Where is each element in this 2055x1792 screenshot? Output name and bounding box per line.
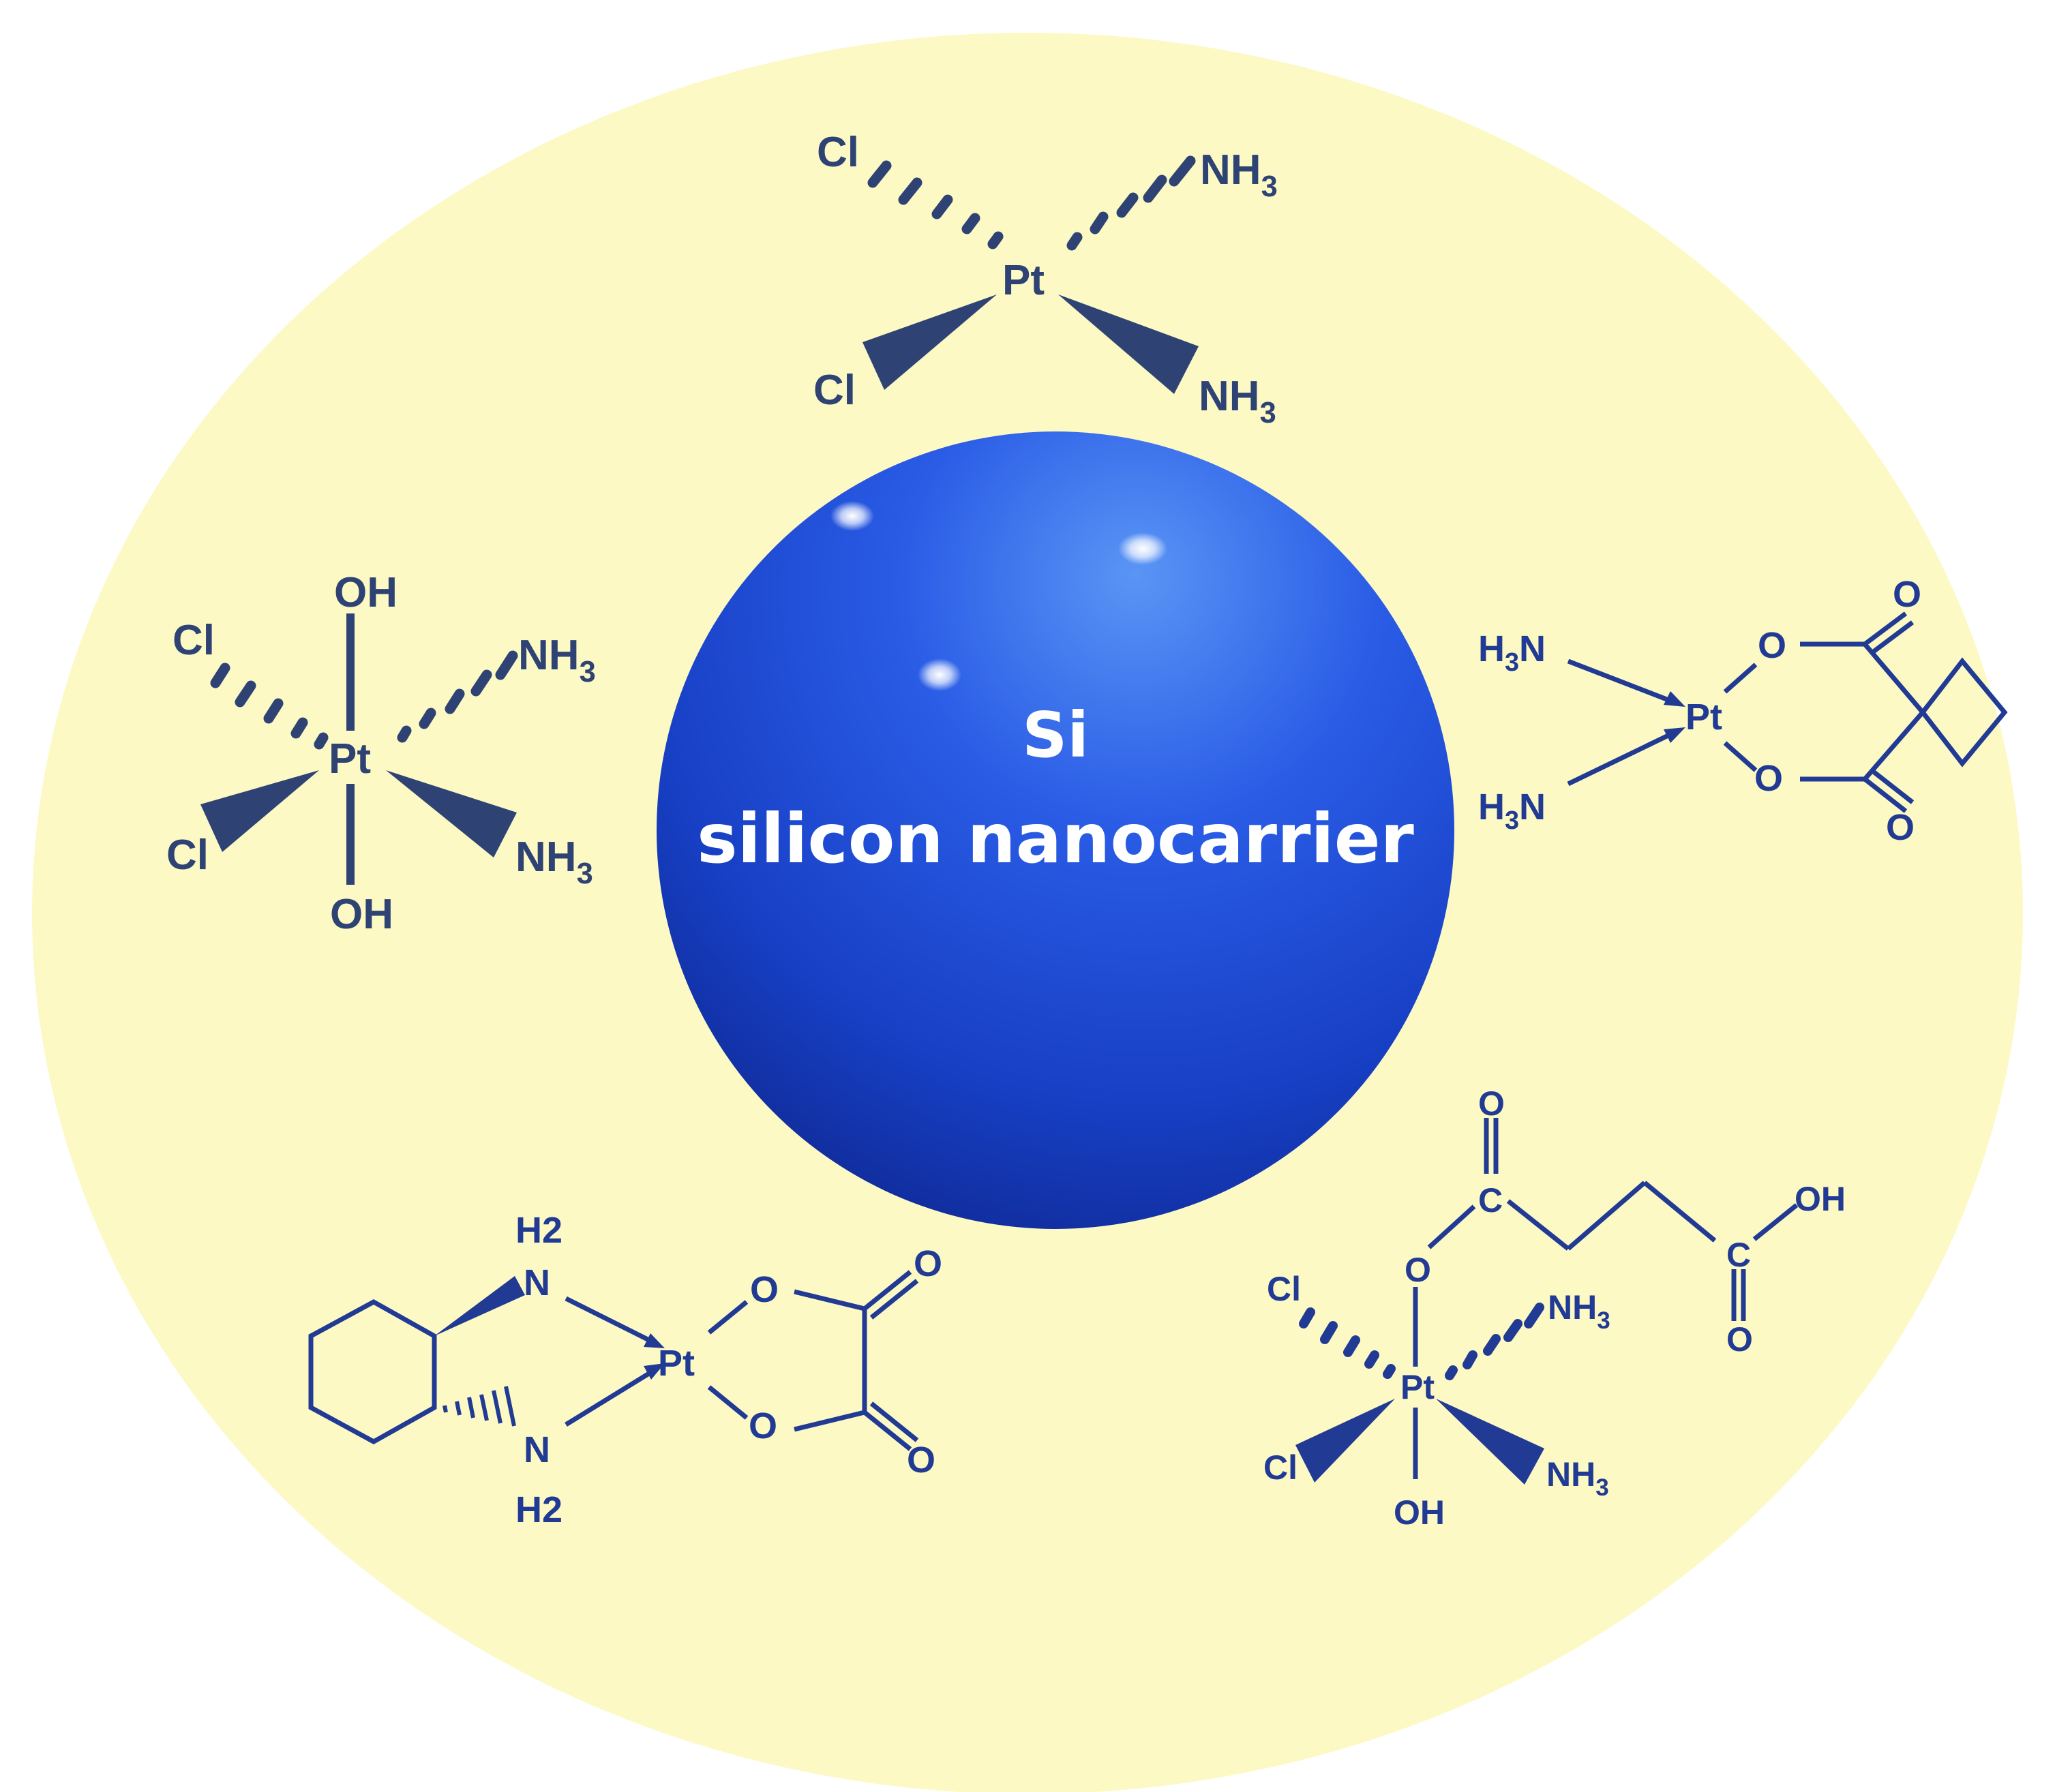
- piv-oh-bottom: OH: [330, 891, 393, 938]
- oxali-n-top: N: [524, 1262, 550, 1303]
- succ-oh-axial: OH: [1394, 1493, 1445, 1532]
- oxali-arrow-bottom: [565, 1368, 656, 1427]
- succ-nh3-top: NH3: [1548, 1288, 1610, 1334]
- succ-c-ester: C: [1478, 1181, 1503, 1219]
- succ-cl-bottom: Cl: [1263, 1448, 1298, 1487]
- carbo-arrow-bottom: [1567, 730, 1675, 787]
- succ-o-acid-keto: O: [1726, 1320, 1753, 1358]
- succ-wedge-bond-nh3: [1436, 1399, 1544, 1485]
- succ-cl-top: Cl: [1267, 1270, 1301, 1308]
- oxali-o-ring-bottom: O: [749, 1406, 777, 1446]
- cisplatin-nh3-bottom: NH3: [1199, 373, 1276, 429]
- pt-iv-dihydroxy-structure: Pt OH OH Cl Cl NH3 NH3: [166, 569, 596, 938]
- cisplatin-pt: Pt: [1002, 257, 1045, 304]
- piv-oh-top: OH: [334, 569, 397, 616]
- succ-nh3-bottom: NH3: [1546, 1455, 1609, 1501]
- piv-wedge-bond-nh3: [386, 770, 517, 857]
- piv-nh3-top: NH3: [518, 632, 596, 688]
- glint-3: [918, 658, 961, 691]
- succ-c-acid: C: [1726, 1236, 1751, 1274]
- succ-o-ester-keto: O: [1478, 1084, 1505, 1123]
- oxali-o-keto-bottom: O: [907, 1440, 935, 1480]
- carbo-o-keto-top: O: [1893, 574, 1921, 615]
- carbo-arrow-top: [1567, 658, 1675, 705]
- carbo-h3n-bottom: H3N: [1478, 787, 1546, 835]
- carbo-cyclobutane: [1919, 657, 2008, 768]
- piv-dashed-bond-cl: [210, 663, 329, 750]
- succ-o-axial: O: [1405, 1251, 1431, 1289]
- glint-1: [830, 501, 874, 531]
- oxali-pt: Pt: [658, 1343, 695, 1384]
- succ-pt: Pt: [1400, 1368, 1435, 1406]
- piv-cl-top: Cl: [172, 617, 215, 664]
- cisplatin-wedge-bond-cl: [862, 294, 997, 390]
- oxali-arrow-top: [565, 1296, 656, 1346]
- piv-wedge-bond-cl: [200, 770, 319, 852]
- oxali-n-bottom: N: [524, 1429, 550, 1470]
- piv-cl-bottom: Cl: [166, 832, 209, 879]
- cisplatin-dashed-bond-cl: [867, 160, 1004, 249]
- piv-pt: Pt: [329, 735, 371, 783]
- succ-oh-acid: OH: [1795, 1180, 1846, 1218]
- piv-dashed-bond-nh3: [397, 650, 518, 743]
- cisplatin-nh3-top: NH3: [1200, 147, 1278, 203]
- oxali-wedge-bond-n-top: [434, 1276, 525, 1336]
- carbo-h3n-top: H3N: [1478, 628, 1546, 677]
- cisplatin-cl-top: Cl: [817, 129, 859, 176]
- carbo-o-keto-bottom: O: [1886, 807, 1915, 848]
- cisplatin-structure: Pt Cl Cl NH3 NH3: [813, 129, 1278, 429]
- carbo-o-ring-bottom: O: [1754, 758, 1783, 799]
- oxali-o-ring-top: O: [750, 1269, 779, 1310]
- succ-dashed-bond-nh3: [1445, 1303, 1544, 1380]
- oxali-h2-top: H2: [515, 1210, 562, 1251]
- carboplatin-structure: H3N H3N Pt O O O O: [1478, 574, 2008, 848]
- piv-nh3-bottom: NH3: [515, 834, 593, 890]
- oxali-h2-bottom: H2: [515, 1489, 562, 1530]
- core-symbol: Si: [1022, 699, 1089, 772]
- carbo-pt: Pt: [1685, 697, 1722, 738]
- core-label: silicon nanocarrier: [697, 799, 1414, 879]
- cisplatin-wedge-bond-nh3: [1058, 294, 1199, 394]
- oxali-o-keto-top: O: [914, 1243, 942, 1284]
- silicon-nanocarrier-sphere: Si silicon nanocarrier: [657, 431, 1454, 1229]
- cisplatin-dashed-bond-nh3: [1066, 155, 1196, 251]
- succ-dashed-bond-cl: [1299, 1307, 1396, 1379]
- cisplatin-cl-bottom: Cl: [813, 367, 856, 414]
- oxaliplatin-structure: H2 N N H2 Pt O O O O: [308, 1210, 942, 1530]
- glint-2: [1118, 532, 1167, 565]
- oxali-dashed-bond-n-bottom: [442, 1386, 516, 1427]
- carbo-o-ring-top: O: [1758, 625, 1786, 666]
- pt-iv-succinate-structure: Pt O OH C O C O OH Cl Cl NH3 NH3: [1263, 1084, 1846, 1532]
- succ-wedge-bond-cl: [1295, 1399, 1395, 1483]
